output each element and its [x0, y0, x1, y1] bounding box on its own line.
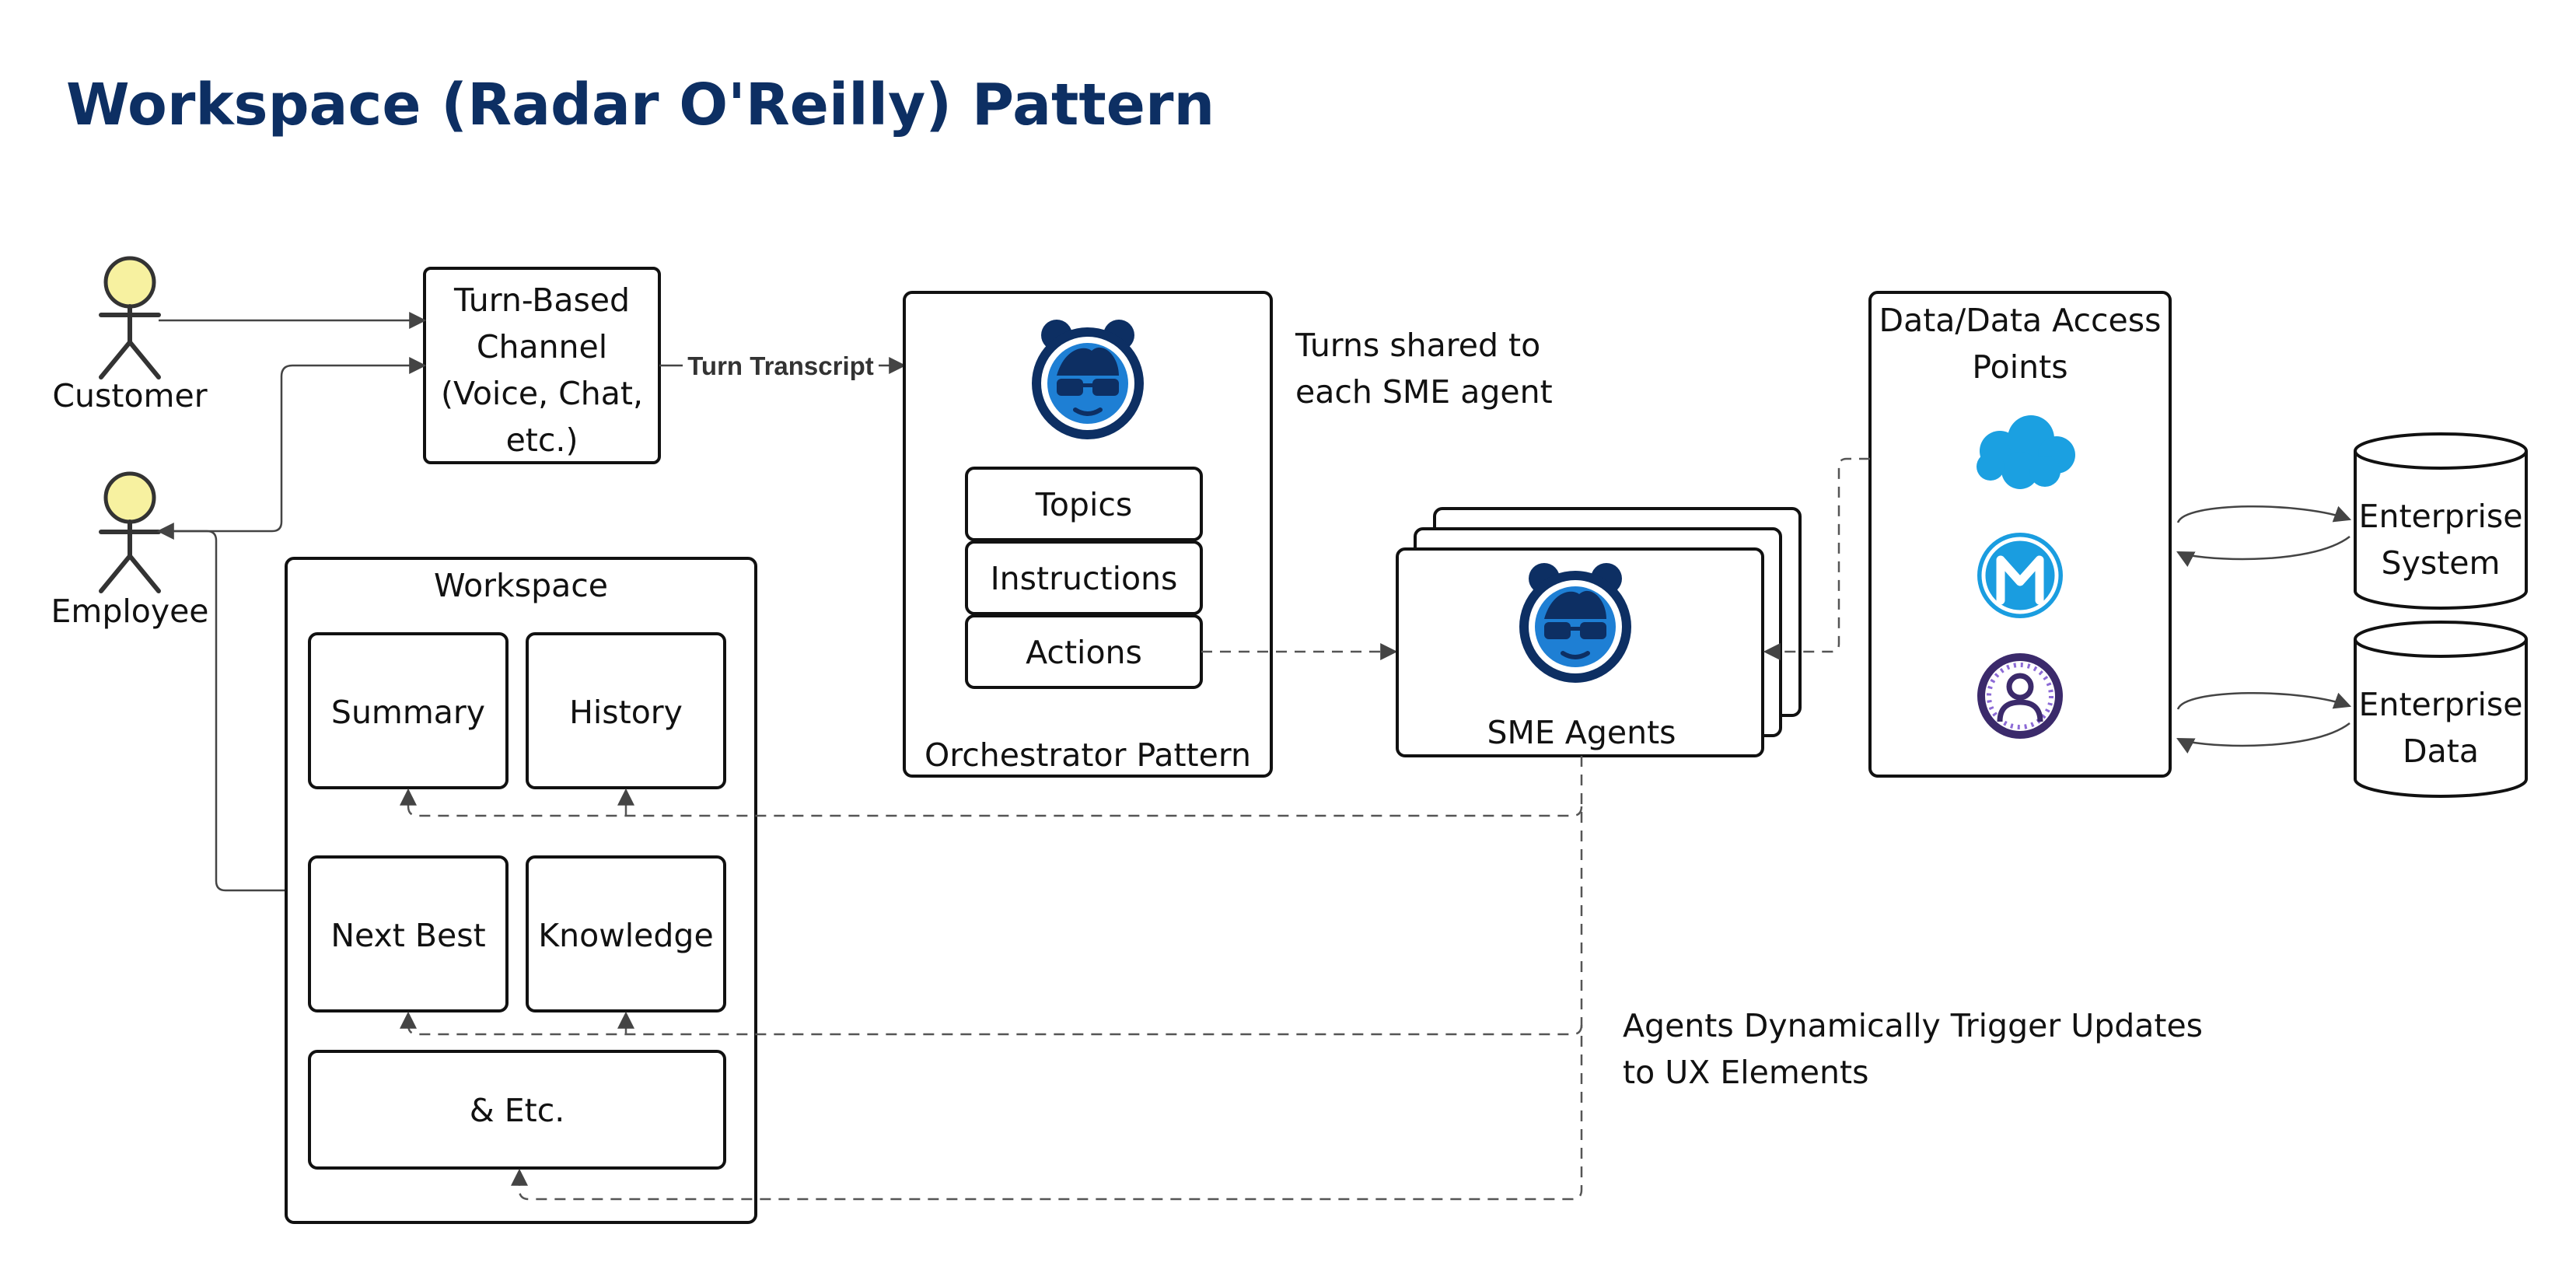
turns-note-line-2: each SME agent	[1295, 373, 1553, 411]
etc-label: & Etc.	[470, 1092, 565, 1129]
sme-agents-label: SME Agents	[1487, 714, 1676, 751]
enterprise-data-line-1: Enterprise	[2359, 686, 2523, 723]
agents-note-line-1: Agents Dynamically Trigger Updates	[1623, 1007, 2203, 1044]
etc-panel	[308, 1050, 726, 1170]
channel-line-2: Channel	[477, 328, 607, 365]
salesforce-cloud-icon	[1977, 415, 2075, 489]
workspace-label: Workspace	[434, 567, 608, 604]
channel-line-4: etc.)	[506, 421, 578, 459]
agents-note-line-2: to UX Elements	[1623, 1054, 1868, 1091]
enterprise-system-line-1: Enterprise	[2359, 498, 2523, 535]
page-title: Workspace (Radar O'Reilly) Pattern	[66, 72, 1215, 138]
channel-line-1: Turn-Based	[453, 282, 630, 319]
actions-label: Actions	[1026, 634, 1142, 671]
summary-label: Summary	[331, 694, 485, 731]
customer-actor	[99, 256, 161, 379]
workspace-to-employee-line	[165, 530, 286, 892]
data-to-sme-arrow	[1763, 457, 1870, 660]
enterprise-system-cylinder	[2354, 432, 2528, 610]
enterprise-system-line-2: System	[2382, 544, 2501, 582]
data-access-line-2: Points	[1972, 348, 2067, 386]
knowledge-label: Knowledge	[538, 917, 713, 954]
topics-box	[965, 467, 1203, 541]
employee-channel-arrow	[156, 357, 427, 540]
system-loop-out	[2176, 505, 2352, 523]
orchestrator-label: Orchestrator Pattern	[924, 736, 1251, 774]
history-panel	[526, 632, 726, 789]
next-best-label: Next Best	[330, 917, 485, 954]
turns-note-line-1: Turns shared to	[1295, 327, 1540, 364]
topics-label: Topics	[1035, 486, 1132, 523]
sme-to-etc-arrow	[511, 756, 1583, 1201]
mulesoft-icon	[1977, 533, 2063, 618]
instructions-label: Instructions	[991, 560, 1178, 597]
channel-line-3: (Voice, Chat,	[441, 375, 643, 412]
agent-mascot-icon	[1032, 320, 1144, 439]
turn-transcript-label: Turn Transcript	[687, 351, 874, 380]
enterprise-data-cylinder	[2354, 621, 2528, 798]
data-access-line-1: Data/Data Access	[1879, 302, 2162, 339]
enterprise-data-line-2: Data	[2403, 733, 2479, 770]
employee-label: Employee	[51, 593, 208, 630]
data-loop-in	[2176, 722, 2351, 754]
sme-to-next-best-arrow	[400, 1011, 1583, 1036]
system-loop-in	[2176, 536, 2351, 567]
knowledge-panel	[526, 855, 726, 1012]
sme-to-summary-arrow	[400, 788, 1583, 817]
data-cloud-person-icon	[1977, 653, 2063, 739]
data-loop-out	[2176, 692, 2352, 710]
sme-agent-mascot-icon	[1519, 563, 1631, 683]
employee-actor	[99, 471, 161, 593]
next-best-panel	[308, 855, 509, 1012]
instructions-box	[965, 540, 1203, 615]
history-label: History	[569, 694, 683, 731]
summary-panel	[308, 632, 509, 789]
customer-label: Customer	[52, 377, 207, 414]
